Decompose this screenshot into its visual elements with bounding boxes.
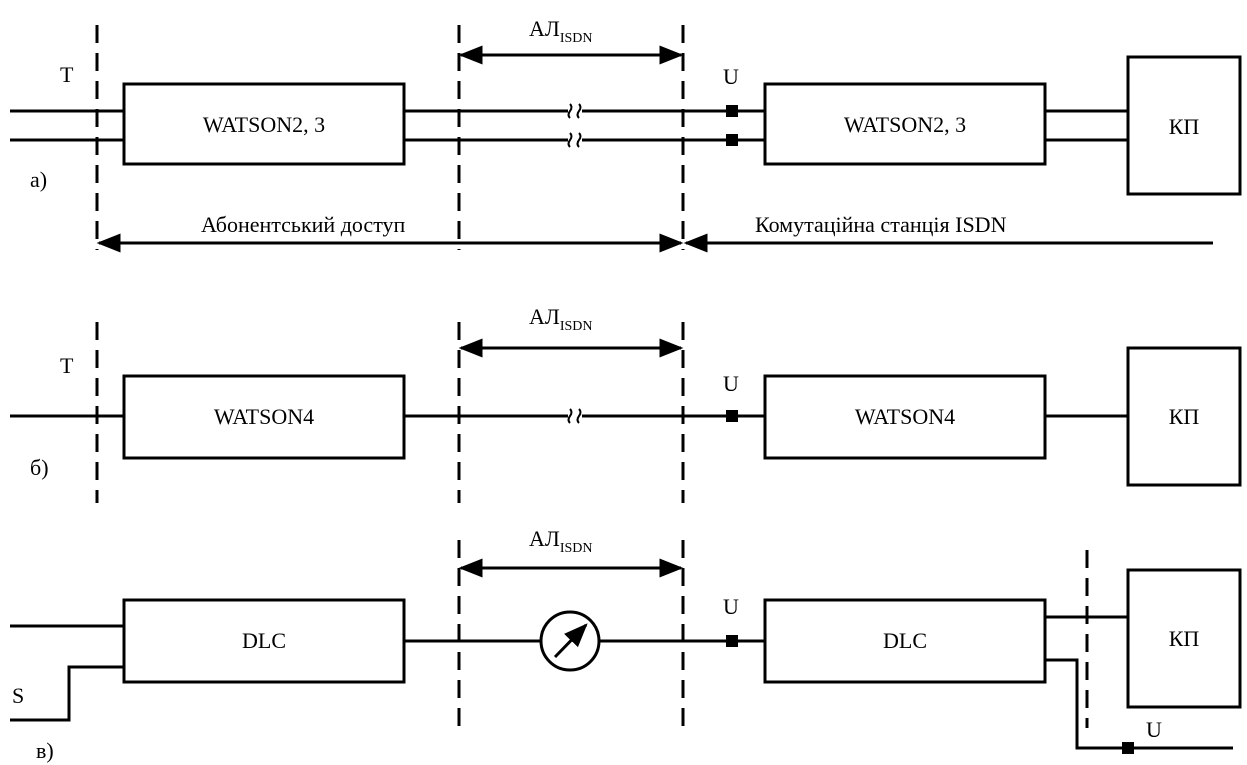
wire-break-mark xyxy=(567,132,573,148)
u-reference-label: U xyxy=(723,64,739,89)
dlc-box-left-label: DLC xyxy=(242,628,286,653)
watson-box-left-label: WATSON2, 3 xyxy=(203,112,325,137)
dlc-box-right-label: DLC xyxy=(883,628,927,653)
u-point-bottom xyxy=(1122,742,1134,754)
u-point xyxy=(726,635,738,647)
watson-box-right-label: WATSON2, 3 xyxy=(844,112,966,137)
t-reference-label: T xyxy=(60,353,74,378)
wire-break-mark xyxy=(576,132,582,148)
watson-box-right-label: WATSON4 xyxy=(855,404,955,429)
u-point xyxy=(726,134,738,146)
meter-icon xyxy=(539,610,601,672)
subscriber-line-label: АЛISDN xyxy=(529,526,592,556)
kp-label: КП xyxy=(1169,404,1200,429)
u-reference-label-bottom: U xyxy=(1146,717,1162,742)
meter-needle xyxy=(553,623,588,659)
panel-a: АЛISDN WATSON2, 3 WATSON2, 3 КП T U а) xyxy=(10,16,1242,253)
watson-box-left-label: WATSON4 xyxy=(214,404,314,429)
dlc-box-left xyxy=(122,598,406,684)
t-reference-label: T xyxy=(60,62,74,87)
panel-tag: в) xyxy=(36,738,54,763)
watson-box-right xyxy=(763,82,1047,166)
kp-box xyxy=(1126,568,1242,709)
u-output-wire xyxy=(1045,658,1233,750)
panel-c: АЛISDN DLC DLC КП S U U в) xyxy=(10,526,1242,763)
wire-break-mark xyxy=(576,408,582,424)
switching-station-label: Комутаційна станція ISDN xyxy=(755,212,1007,237)
subscriber-line-label: АЛISDN xyxy=(529,304,592,334)
s-interface-wire xyxy=(10,665,124,722)
kp-box xyxy=(1126,55,1242,196)
u-reference-label: U xyxy=(723,594,739,619)
panel-b: АЛISDN WATSON4 WATSON4 КП T U б) xyxy=(10,304,1242,503)
wire-break-mark xyxy=(576,103,582,119)
dlc-box-right xyxy=(763,598,1047,684)
s-reference-label: S xyxy=(12,683,24,708)
panel-tag: б) xyxy=(30,455,49,480)
kp-label: КП xyxy=(1169,114,1200,139)
u-reference-label: U xyxy=(723,371,739,396)
watson-box-left xyxy=(122,82,406,166)
wire-break-mark xyxy=(567,408,573,424)
kp-label: КП xyxy=(1169,626,1200,651)
watson-box-right xyxy=(763,374,1047,460)
u-point xyxy=(726,105,738,117)
panel-tag: а) xyxy=(30,167,47,192)
u-point xyxy=(726,410,738,422)
subscriber-line-label: АЛISDN xyxy=(529,16,592,46)
wire-break-mark xyxy=(567,103,573,119)
kp-box xyxy=(1126,346,1242,487)
subscriber-access-label: Абонентський доступ xyxy=(201,212,406,237)
watson-box-left xyxy=(122,374,406,460)
